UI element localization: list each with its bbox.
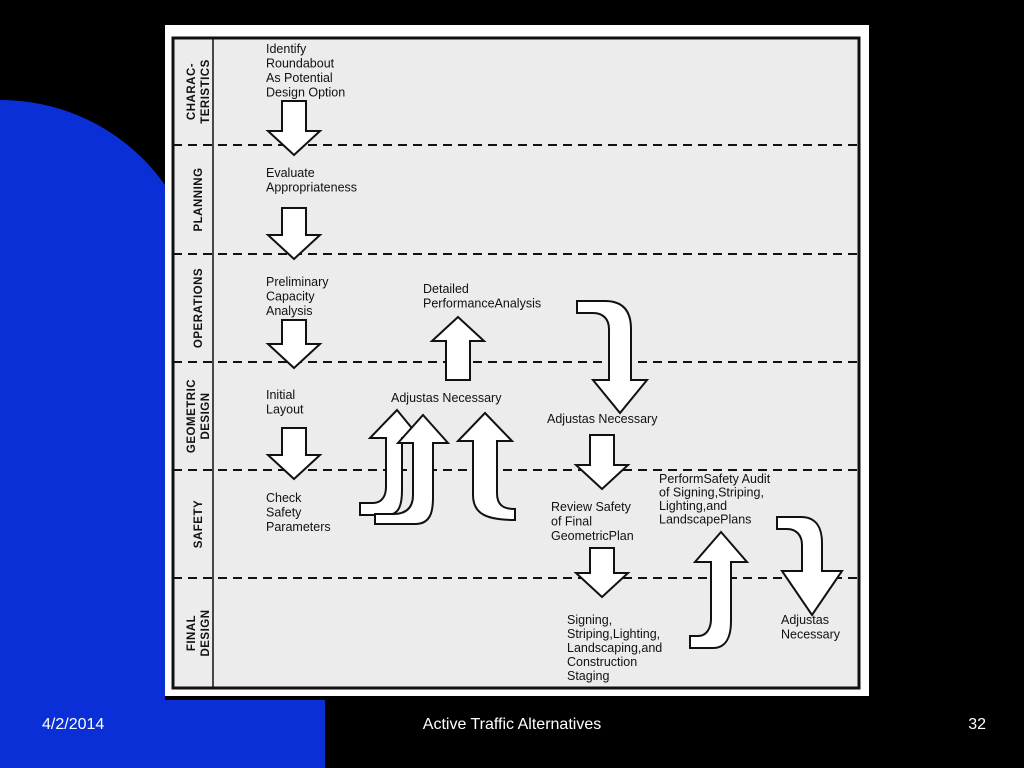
arrow-down-characteristics: [265, 100, 323, 157]
flowchart-figure: CHARAC-TERISTICS PLANNING OPERATIONS GEOMET…: [165, 25, 869, 696]
lane-labels: CHARAC-TERISTICS PLANNING OPERATIONS GEOMET…: [186, 59, 212, 656]
arrow-up-curved-signing: [689, 530, 750, 649]
arrow-down-geometric: [265, 427, 323, 481]
lane-label: SAFETY: [193, 500, 205, 548]
flowchart-svg: CHARAC-TERISTICS PLANNING OPERATIONS GEOMET…: [171, 36, 861, 690]
node-adjust-left: Adjustas Necessary: [391, 391, 502, 405]
lane-label: OPERATIONS: [193, 268, 205, 348]
slide-page-number: 32: [968, 716, 986, 733]
arrow-down-adjust-right: [573, 434, 631, 491]
lane-dividers: [173, 144, 859, 579]
arrow-up-detailed: [429, 315, 487, 381]
arrow-down-curved-detailed: [576, 300, 650, 415]
arrow-up-curved-right: [455, 411, 516, 522]
slide-date: 4/2/2014: [42, 716, 105, 733]
arrow-down-review: [573, 547, 631, 599]
arrow-down-operations: [265, 319, 323, 370]
arrow-down-curved-audit: [776, 516, 844, 617]
lane-label: CHARAC-TERISTICS: [186, 59, 212, 124]
blue-accent-shape: [0, 100, 325, 768]
arrow-up-curved-left-2: [374, 413, 451, 525]
node-adjust-right: Adjustas Necessary: [547, 412, 658, 426]
arrows: [265, 100, 844, 649]
arrow-down-planning: [265, 207, 323, 261]
lane-label: PLANNING: [193, 167, 205, 231]
slide-title: Active Traffic Alternatives: [422, 716, 602, 733]
node-signing: Signing,Striping,Lighting,Landscaping,an…: [567, 613, 662, 683]
outer-frame: [171, 36, 861, 690]
